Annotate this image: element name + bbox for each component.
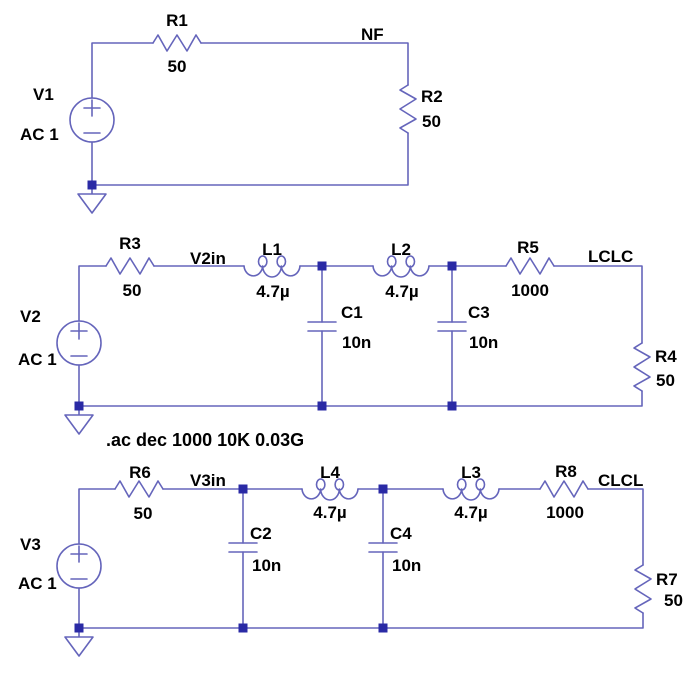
voltage-source-V3-symbol (56, 543, 102, 589)
inductor-L1-symbol (243, 255, 301, 278)
c1-value-label: 10n (342, 333, 371, 352)
c3-value-label: 10n (469, 333, 498, 352)
l1-value-label: 4.7µ (256, 282, 289, 301)
junction-dot (378, 623, 388, 633)
r6-value-label: 50 (134, 504, 153, 523)
capacitor-C3-symbol (437, 321, 467, 332)
junction-dot (317, 401, 327, 411)
l2-value-label: 4.7µ (385, 282, 418, 301)
node-label-clcl: CLCL (598, 471, 643, 490)
v3-value-label: AC 1 (18, 574, 57, 593)
spice-directive-text: .ac dec 1000 10K 0.03G (106, 430, 304, 450)
r1-value-label: 50 (168, 57, 187, 76)
c2-name-label: C2 (250, 524, 272, 543)
r4-name-label: R4 (655, 347, 677, 366)
r5-name-label: R5 (517, 238, 539, 257)
c4-name-label: C4 (390, 524, 412, 543)
r2-value-label: 50 (422, 112, 441, 131)
v3-name-label: V3 (20, 535, 41, 554)
circuit-middle-wires (78, 265, 643, 407)
voltage-source-V2-symbol (56, 320, 102, 366)
c2-value-label: 10n (252, 556, 281, 575)
capacitor-C4-symbol (368, 542, 398, 553)
resistor-R7-symbol (634, 564, 652, 614)
node-label-nf: NF (361, 25, 384, 44)
c3-name-label: C3 (468, 303, 490, 322)
resistor-R3-symbol (105, 257, 155, 275)
l2-name-label: L2 (391, 240, 411, 259)
l4-name-label: L4 (320, 463, 340, 482)
junction-dot (447, 261, 457, 271)
circuit-top-wires (91, 42, 409, 186)
r8-name-label: R8 (555, 462, 577, 481)
l4-value-label: 4.7µ (313, 503, 346, 522)
l3-name-label: L3 (461, 463, 481, 482)
r3-value-label: 50 (123, 281, 142, 300)
capacitor-C2-symbol (228, 542, 258, 553)
junction-dot (447, 401, 457, 411)
junction-dot (238, 484, 248, 494)
r4-value-label: 50 (656, 371, 675, 390)
resistor-R1-symbol (152, 34, 202, 52)
junction-dot (87, 180, 97, 190)
v1-name-label: V1 (33, 85, 54, 104)
circuit-bottom: V3 AC 1 R6 50 V3in C2 10n L4 4.7µ C4 10n… (18, 462, 683, 657)
junction-dot (74, 623, 84, 633)
capacitor-C1-symbol (307, 321, 337, 332)
junction-dot (74, 401, 84, 411)
l1-name-label: L1 (262, 240, 282, 259)
r5-value-label: 1000 (511, 281, 549, 300)
v2-name-label: V2 (20, 307, 41, 326)
l3-value-label: 4.7µ (454, 503, 487, 522)
inductor-L2-symbol (372, 255, 430, 278)
r2-name-label: R2 (421, 87, 443, 106)
junction-dot (238, 623, 248, 633)
resistor-R6-symbol (114, 480, 164, 498)
node-label-v2in: V2in (190, 249, 226, 268)
c1-name-label: C1 (341, 303, 363, 322)
circuit-bottom-wires (78, 488, 644, 629)
r7-name-label: R7 (656, 570, 678, 589)
r6-name-label: R6 (129, 463, 151, 482)
r1-name-label: R1 (166, 11, 188, 30)
c4-value-label: 10n (392, 556, 421, 575)
circuit-top: V1 AC 1 R1 50 NF R2 50 (20, 11, 443, 214)
resistor-R5-symbol (505, 257, 555, 275)
r7-value-label: 50 (664, 591, 683, 610)
junction-dot (317, 261, 327, 271)
node-label-lclc: LCLC (588, 247, 633, 266)
r8-value-label: 1000 (546, 503, 584, 522)
inductor-L4-symbol (301, 478, 359, 501)
voltage-source-V1-symbol (69, 97, 115, 143)
node-label-v3in: V3in (190, 471, 226, 490)
v1-value-label: AC 1 (20, 125, 59, 144)
resistor-R2-symbol (399, 84, 417, 134)
circuit-middle: V2 AC 1 R3 50 V2in L1 4.7µ C1 10n L2 4.7… (18, 234, 677, 435)
inductor-L3-symbol (442, 478, 500, 501)
v2-value-label: AC 1 (18, 350, 57, 369)
r3-name-label: R3 (119, 234, 141, 253)
resistor-R8-symbol (539, 480, 589, 498)
junction-dot (378, 484, 388, 494)
resistor-R4-symbol (633, 342, 651, 392)
